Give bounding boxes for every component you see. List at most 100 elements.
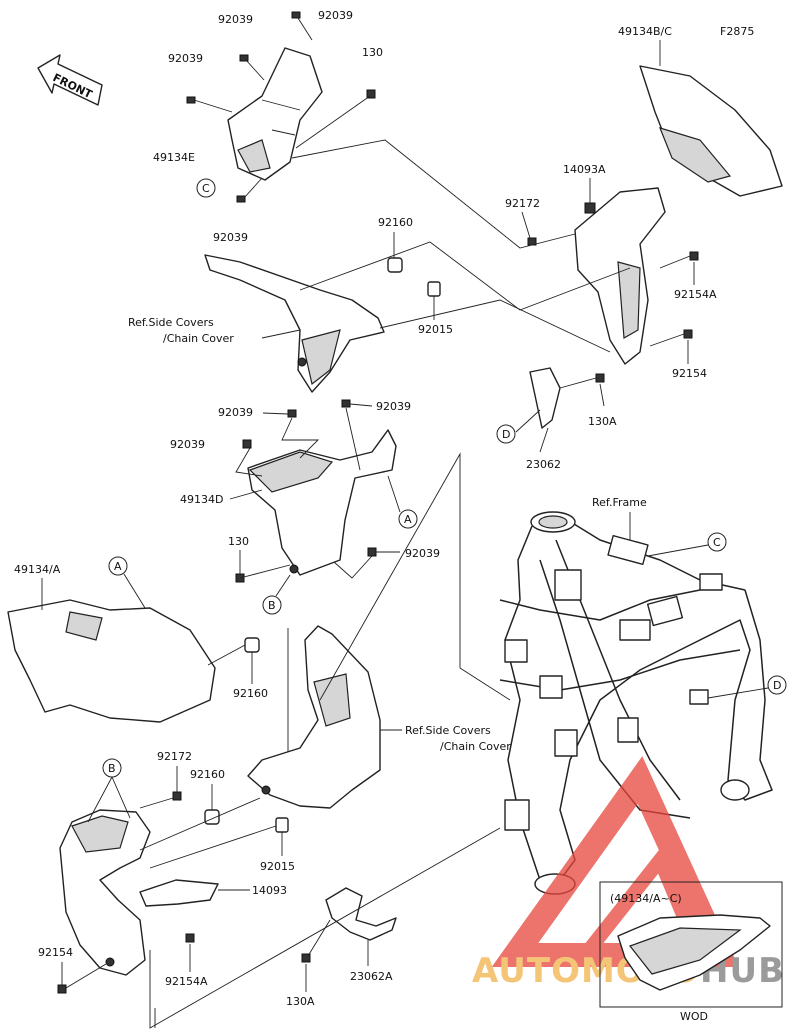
label-23062A: 23062A bbox=[350, 970, 393, 983]
label-92160-top: 92160 bbox=[378, 216, 413, 229]
front-direction-arrow: FRONT bbox=[37, 54, 103, 106]
bracket-14093[interactable] bbox=[139, 879, 219, 907]
label-92039-e: 92039 bbox=[218, 406, 253, 419]
leader-lines-mid bbox=[235, 403, 400, 579]
label-14093A: 14093A bbox=[563, 163, 606, 176]
assembly-line-top-1 bbox=[291, 139, 576, 249]
label-92172-bot: 92172 bbox=[157, 750, 192, 763]
callout-c-top: C bbox=[196, 178, 216, 198]
ref-side-covers-mid-1: Ref.Side Covers bbox=[405, 724, 491, 737]
leader-92154-bot bbox=[61, 962, 107, 989]
leader-callout-b-bot bbox=[87, 776, 131, 823]
leader-lines-top-left bbox=[193, 17, 371, 199]
svg-text:D: D bbox=[502, 428, 510, 441]
label-92039-f: 92039 bbox=[376, 400, 411, 413]
label-92154A-top: 92154A bbox=[674, 288, 717, 301]
svg-text:B: B bbox=[268, 599, 276, 612]
svg-text:D: D bbox=[773, 679, 781, 692]
leader-92154A-top bbox=[659, 255, 695, 285]
leader-92172-top bbox=[521, 211, 531, 239]
fastener-92154A-top[interactable] bbox=[689, 251, 699, 261]
label-92039-h: 92039 bbox=[405, 547, 440, 560]
watermark-logo: AUTOMOTO HUB bbox=[472, 756, 784, 991]
label-92015-top: 92015 bbox=[418, 323, 453, 336]
inset-box-49134-wod: (49134/A~C) WOD bbox=[599, 881, 783, 1023]
upper-cowl-49134BC[interactable] bbox=[639, 65, 783, 197]
fastener-92172-bot[interactable] bbox=[172, 791, 182, 801]
grommet-92160-mid[interactable] bbox=[244, 637, 260, 653]
callout-b-mid: B bbox=[262, 595, 282, 615]
label-92015-bot: 92015 bbox=[260, 860, 295, 873]
inset-caption: WOD bbox=[680, 1010, 708, 1023]
label-92039-c: 92039 bbox=[168, 52, 203, 65]
label-92154A-bot: 92154A bbox=[165, 975, 208, 988]
callout-d-frame: D bbox=[767, 675, 787, 695]
fastener-92154-bot[interactable] bbox=[57, 984, 67, 994]
grommet-92160-top[interactable] bbox=[387, 257, 403, 273]
bracket-23062A[interactable] bbox=[325, 887, 397, 941]
leader-callout-c-frame bbox=[647, 544, 709, 557]
inset-title: (49134/A~C) bbox=[610, 892, 682, 905]
callout-c-frame: C bbox=[707, 532, 727, 552]
svg-text:C: C bbox=[202, 182, 210, 195]
label-92172-top: 92172 bbox=[505, 197, 540, 210]
leader-callout-a-left bbox=[123, 573, 146, 609]
bracket-23062[interactable] bbox=[529, 367, 561, 429]
inner-cover-49134E[interactable] bbox=[227, 47, 323, 181]
side-fairing-49134A[interactable] bbox=[7, 599, 216, 723]
callout-d-top: D bbox=[496, 424, 516, 444]
fastener-92154-top[interactable] bbox=[683, 329, 693, 339]
diagram-id: F2875 bbox=[720, 25, 754, 38]
fastener-92154A-bot[interactable] bbox=[185, 933, 195, 943]
leader-callout-b-mid bbox=[275, 574, 291, 597]
fastener-130A-bot[interactable] bbox=[301, 953, 311, 963]
label-92039-g: 92039 bbox=[170, 438, 205, 451]
label-92160-bot: 92160 bbox=[190, 768, 225, 781]
label-23062: 23062 bbox=[526, 458, 561, 471]
leader-92172-bot bbox=[139, 766, 178, 809]
label-49134D: 49134D bbox=[180, 493, 223, 506]
label-92039-b: 92039 bbox=[318, 9, 353, 22]
label-49134E: 49134E bbox=[153, 151, 195, 164]
ref-side-covers-top-1: Ref.Side Covers bbox=[128, 316, 214, 329]
leader-92160-mid bbox=[207, 644, 253, 684]
leader-49134D bbox=[229, 489, 263, 500]
fastener-130A-top[interactable] bbox=[595, 373, 605, 383]
svg-text:A: A bbox=[114, 560, 122, 573]
callout-a-mid: A bbox=[398, 509, 418, 529]
callout-b-bot: B bbox=[102, 758, 122, 778]
ref-side-covers-mid-2: /Chain Cover bbox=[440, 740, 511, 753]
label-14093: 14093 bbox=[252, 884, 287, 897]
collar-92015-bot[interactable] bbox=[275, 817, 289, 833]
side-trim-upper[interactable] bbox=[204, 254, 385, 393]
label-92039-a: 92039 bbox=[218, 13, 253, 26]
main-frame[interactable] bbox=[499, 511, 773, 895]
ref-frame: Ref.Frame bbox=[592, 496, 647, 509]
collar-92015-top[interactable] bbox=[427, 281, 441, 297]
callout-a-left: A bbox=[108, 556, 128, 576]
label-49134BC: 49134B/C bbox=[618, 25, 672, 38]
label-49134A: 49134/A bbox=[14, 563, 61, 576]
label-130A-top: 130A bbox=[588, 415, 617, 428]
svg-text:A: A bbox=[404, 513, 412, 526]
label-130-mid: 130 bbox=[228, 535, 249, 548]
fastener-92039-top[interactable] bbox=[186, 11, 376, 203]
label-92154-bot: 92154 bbox=[38, 946, 73, 959]
label-92039-d: 92039 bbox=[213, 231, 248, 244]
bracket-14093A[interactable] bbox=[574, 187, 666, 365]
assembly-line-top-3 bbox=[379, 299, 611, 353]
lower-side-cover[interactable] bbox=[247, 625, 381, 809]
leader-ref-side-covers-top bbox=[261, 329, 301, 339]
label-130-top: 130 bbox=[362, 46, 383, 59]
label-92160-mid: 92160 bbox=[233, 687, 268, 700]
svg-text:B: B bbox=[108, 762, 116, 775]
leader-92154-top bbox=[649, 333, 689, 364]
lower-cover-assembly[interactable] bbox=[59, 809, 151, 976]
leaders-23062 bbox=[515, 377, 605, 453]
ref-side-covers-top-2: /Chain Cover bbox=[163, 332, 234, 345]
assembly-line-top-2 bbox=[299, 241, 631, 311]
leader-callout-d-frame bbox=[707, 687, 769, 699]
assembly-lines-bottom bbox=[139, 797, 501, 1029]
